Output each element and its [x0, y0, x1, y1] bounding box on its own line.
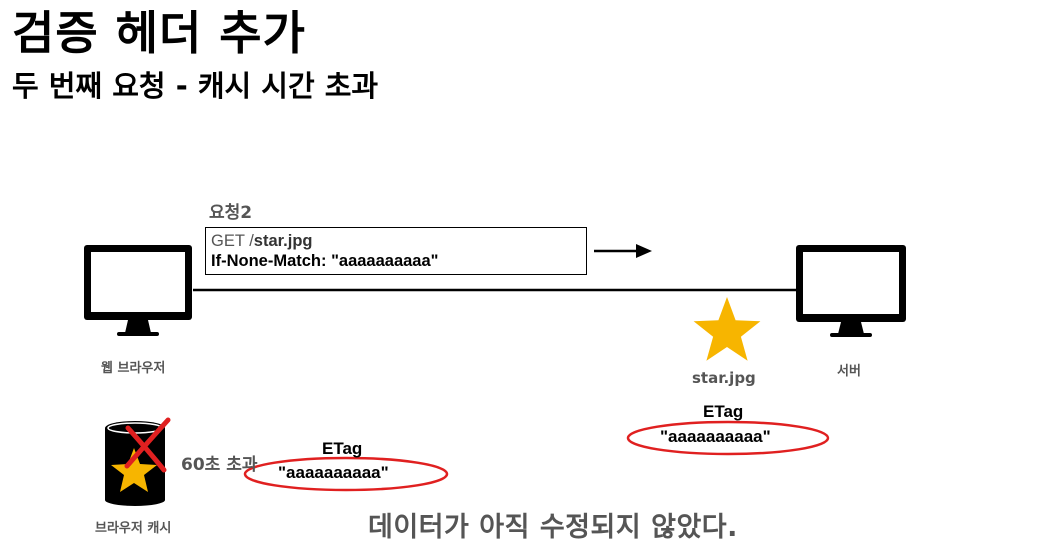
client-label: 웹 브라우저: [101, 361, 166, 376]
request-method: GET /: [211, 232, 254, 250]
cache-cylinder-icon: [105, 421, 165, 506]
request-box: GET /star.jpg If-None-Match: "aaaaaaaaaa…: [205, 227, 587, 275]
page-title: 검증 헤더 추가: [12, 6, 306, 60]
server-etag-highlight: [626, 420, 830, 456]
page-subtitle: 두 번째 요청 - 캐시 시간 초과: [12, 69, 379, 103]
request-line-2: If-None-Match: "aaaaaaaaaa": [211, 252, 439, 270]
cache-etag-highlight: [243, 456, 449, 492]
request-arrow-icon: [594, 244, 652, 258]
server-star-icon: [693, 297, 761, 361]
request-path: star.jpg: [253, 232, 313, 250]
cache-etag-title: ETag: [322, 439, 363, 458]
request-label: 요청2: [209, 203, 253, 223]
cache-timeout-label: 60초 초과: [181, 455, 258, 475]
server-file-label: star.jpg: [692, 369, 756, 387]
server-etag-value: "aaaaaaaaaa": [660, 427, 771, 446]
cache-etag-value: "aaaaaaaaaa": [278, 463, 389, 482]
request-line-1: GET /star.jpg: [211, 231, 581, 251]
server-monitor-icon: [796, 245, 906, 337]
server-label: 서버: [837, 364, 861, 379]
cache-label: 브라우저 캐시: [95, 521, 172, 536]
client-monitor-icon: [84, 245, 192, 336]
cross-icon: [124, 417, 171, 473]
server-etag-title: ETag: [703, 402, 744, 421]
cache-star-icon: [111, 448, 157, 492]
footer-message: 데이터가 아직 수정되지 않았다.: [368, 512, 738, 543]
